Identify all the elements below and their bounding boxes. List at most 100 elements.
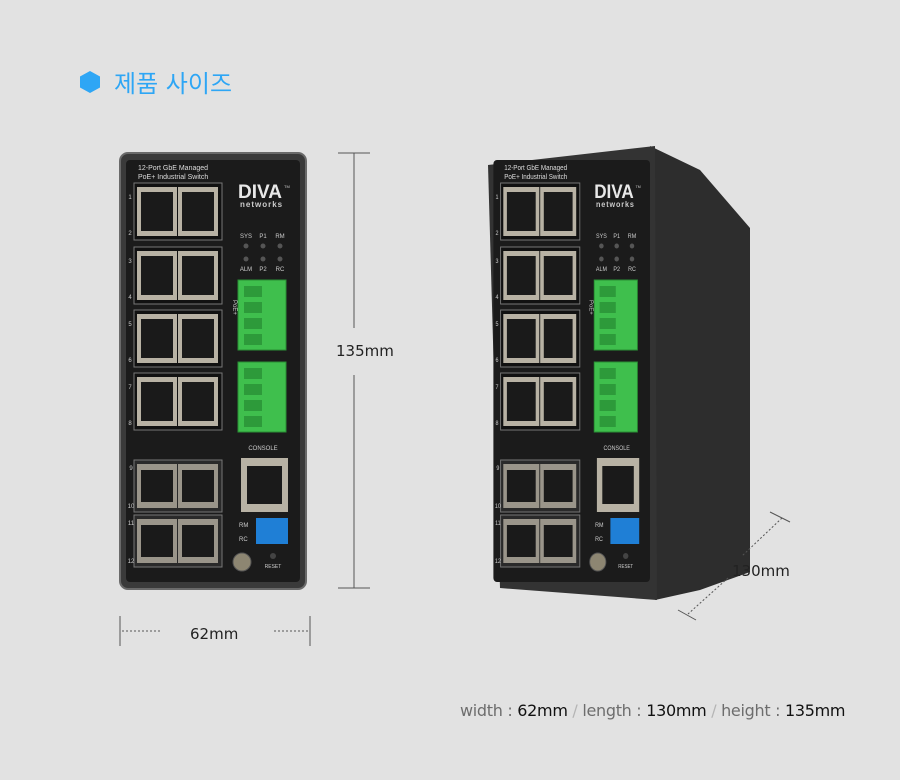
status-led: [599, 256, 604, 262]
port-number: 5: [128, 322, 132, 328]
spec-separator: /: [711, 701, 717, 720]
sfp-port: [141, 470, 173, 502]
reset-label: RESET: [618, 564, 633, 570]
length-line-lower: [687, 577, 729, 615]
length-line-upper: [741, 517, 783, 557]
model-label: 12-Port GbE Managed: [138, 165, 208, 172]
port-number: 9: [496, 466, 499, 472]
led-label: ALM: [240, 267, 252, 273]
terminal-screw: [599, 318, 616, 329]
spec-width-label: width :: [460, 701, 513, 720]
section-title: 제품 사이즈: [80, 64, 232, 99]
spec-separator: /: [572, 701, 578, 720]
status-led: [277, 243, 283, 249]
status-led: [277, 256, 283, 262]
rj45-port: [182, 256, 214, 295]
sfp-port: [543, 525, 573, 557]
rj45-port: [543, 256, 573, 295]
rj45-port: [506, 256, 536, 295]
terminal-screw: [244, 318, 262, 329]
port-number: 11: [128, 521, 135, 527]
terminal-screw: [244, 302, 262, 313]
spec-summary: width : 62mm / length : 130mm / height :…: [460, 701, 845, 720]
section-title-text: 제품 사이즈: [114, 70, 233, 98]
terminal-screw: [244, 334, 262, 345]
led-label: SYS: [596, 234, 607, 240]
width-label: 62mm: [190, 625, 239, 643]
terminal-screw: [244, 286, 262, 297]
device-side-panel: [650, 146, 750, 600]
model-label: PoE+ Industrial Switch: [138, 174, 208, 181]
console-port: [247, 466, 282, 504]
status-led: [260, 243, 266, 249]
status-led: [614, 256, 619, 262]
terminal-screw: [244, 384, 262, 395]
console-label: CONSOLE: [248, 446, 277, 452]
port-number: 1: [495, 195, 498, 201]
status-led: [260, 256, 266, 262]
port-number: 5: [495, 322, 498, 328]
reset-button: [270, 553, 276, 559]
port-number: 6: [495, 358, 498, 364]
port-number: 2: [495, 231, 498, 237]
port-number: 10: [128, 504, 135, 510]
terminal-screw: [599, 302, 616, 313]
rj45-port: [141, 192, 173, 231]
port-number: 1: [128, 195, 132, 201]
led-label: P1: [259, 234, 267, 240]
rj45-port: [182, 382, 214, 421]
console-port: [602, 466, 634, 504]
ground-screw: [589, 552, 607, 572]
status-led: [629, 243, 635, 249]
sfp-port: [182, 470, 214, 502]
led-label: P1: [613, 234, 620, 240]
poe-label: PoE+: [588, 300, 594, 316]
rj45-port: [141, 256, 173, 295]
terminal-screw: [599, 400, 616, 411]
status-led: [243, 243, 249, 249]
sfp-port: [506, 470, 536, 502]
terminal-screw: [599, 286, 616, 297]
brand-sub: networks: [240, 200, 283, 209]
led-label: SYS: [240, 234, 252, 240]
terminal-screw: [599, 368, 616, 379]
rj45-port: [543, 382, 573, 421]
port-number: 10: [495, 504, 501, 510]
led-label: P2: [259, 267, 267, 273]
trademark: TM: [636, 185, 641, 189]
length-tick-bottom: [677, 609, 697, 621]
sfp-port: [182, 525, 214, 557]
brand-logo: DIVA: [238, 182, 282, 203]
length-tick-top: [769, 511, 791, 523]
status-led: [614, 243, 619, 249]
status-led: [243, 256, 249, 262]
led-label: RM: [628, 234, 637, 240]
port-number: 12: [495, 559, 501, 565]
terminal-screw: [244, 368, 262, 379]
port-number: 4: [495, 295, 498, 301]
status-led: [629, 256, 635, 262]
terminal-screw: [244, 416, 262, 427]
reset-label: RESET: [265, 564, 282, 570]
port-number: 12: [128, 559, 135, 565]
brand-sub: networks: [596, 200, 635, 209]
port-number: 11: [495, 521, 501, 527]
sfp-port: [506, 525, 536, 557]
hexagon-icon: [80, 70, 100, 93]
rj45-port: [182, 192, 214, 231]
length-label: 130mm: [732, 562, 790, 580]
spec-height-label: height :: [721, 701, 781, 720]
spec-width-value: 62mm: [517, 701, 568, 720]
port-number: 7: [128, 385, 132, 391]
dip-switch: [610, 518, 640, 544]
port-number: 8: [495, 421, 498, 427]
port-number: 2: [128, 231, 132, 237]
port-number: 3: [495, 259, 498, 265]
status-led: [599, 243, 604, 249]
led-label: RM: [275, 234, 284, 240]
port-number: 3: [128, 259, 132, 265]
rj45-port: [506, 192, 536, 231]
